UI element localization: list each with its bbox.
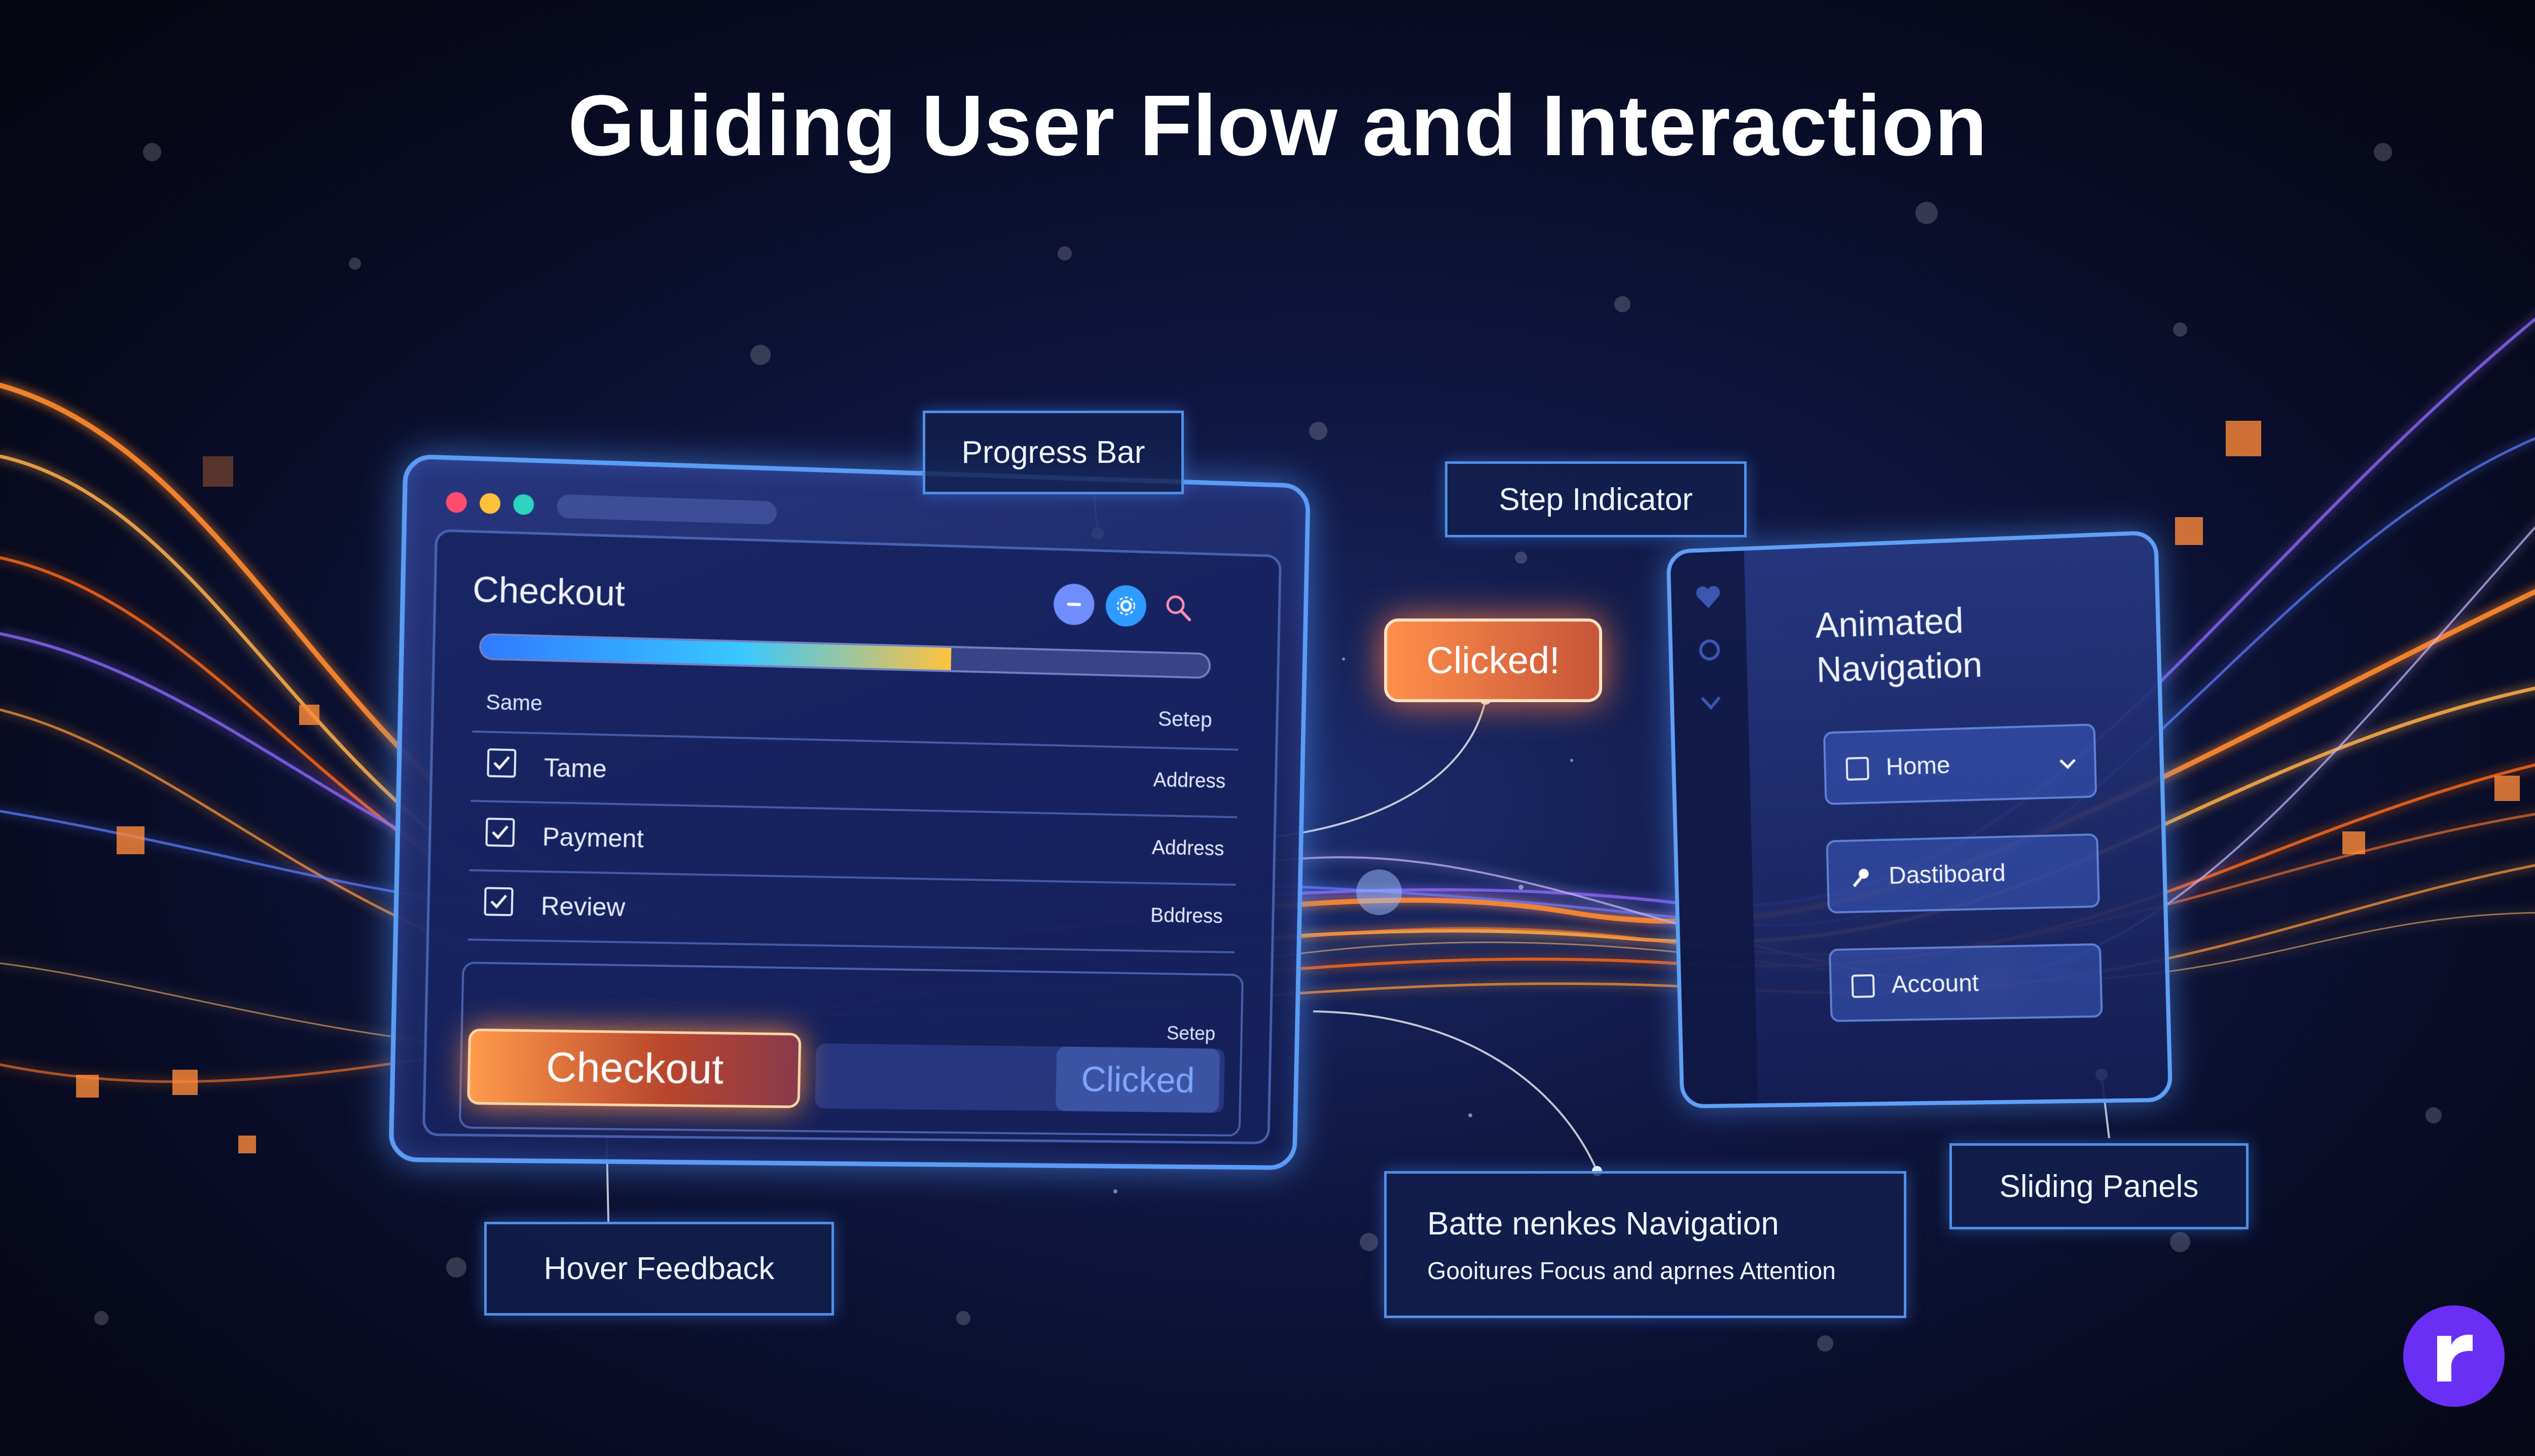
chevron-down-icon[interactable] <box>1696 687 1726 718</box>
brand-logo-icon <box>2403 1305 2505 1407</box>
column-header-right: Setep <box>1157 706 1213 732</box>
window-minimize-dot[interactable] <box>479 493 501 514</box>
nav-item-account[interactable]: Account <box>1828 943 2103 1023</box>
clicked-pill[interactable]: Clicked! <box>1384 618 1602 702</box>
nav-item-label: Account <box>1891 969 1979 999</box>
clicked-button[interactable]: Clicked <box>1055 1046 1220 1113</box>
nav-item-home[interactable]: Home <box>1823 723 2097 805</box>
label-step-indicator: Step Indicator <box>1445 461 1747 537</box>
home-icon <box>1845 756 1869 781</box>
window-maximize-dot[interactable] <box>513 494 534 516</box>
nav-item-label: Dastiboard <box>1888 859 2006 890</box>
row-value: Address <box>1153 769 1226 793</box>
nav-item-label: Home <box>1886 751 1951 781</box>
checkbox-icon[interactable] <box>487 748 517 778</box>
circle-icon[interactable] <box>1694 634 1725 665</box>
checkbox-icon[interactable] <box>484 887 514 917</box>
minus-icon[interactable] <box>1053 583 1095 626</box>
square-icon <box>1851 974 1875 998</box>
checkbox-icon[interactable] <box>485 817 515 847</box>
nav-heading-line2: Navigation <box>1816 644 1983 690</box>
chevron-down-icon[interactable] <box>2056 752 2079 775</box>
address-bar[interactable] <box>557 494 777 525</box>
animated-navigation-panel: Animated Navigation Home Dastiboard Acco… <box>1666 530 2173 1109</box>
label-progress-bar: Progress Bar <box>923 411 1184 494</box>
search-icon[interactable] <box>1157 586 1199 628</box>
column-header-left: Same <box>485 689 543 715</box>
row-value: Address <box>1151 836 1224 860</box>
heart-icon[interactable] <box>1693 581 1723 613</box>
row-label: Tame <box>544 753 607 784</box>
window-close-dot[interactable] <box>446 492 467 513</box>
checkout-window: Checkout Same Setep Tame Address Payment… <box>388 454 1311 1170</box>
pin-icon <box>1849 868 1869 890</box>
checkout-row[interactable]: Review Bddress <box>467 869 1236 950</box>
nav-heading-line1: Animated <box>1815 600 1964 645</box>
row-value: Bddress <box>1150 904 1223 928</box>
progress-bar-fill <box>481 635 952 670</box>
label-hover-feedback: Hover Feedback <box>484 1222 834 1316</box>
label-line-1: Batte nenkes Navigation <box>1427 1205 1779 1242</box>
nav-heading: Animated Navigation <box>1815 597 1983 692</box>
label-line-2: Gooitures Focus and aprnes Attention <box>1427 1257 1836 1285</box>
checkout-title: Checkout <box>472 569 626 614</box>
settings-icon[interactable] <box>1105 585 1147 627</box>
row-label: Review <box>540 891 626 922</box>
nav-rail <box>1670 551 1758 1105</box>
progress-bar <box>479 633 1211 679</box>
nav-item-dashboard[interactable]: Dastiboard <box>1826 833 2100 914</box>
label-sliding-panels: Sliding Panels <box>1949 1143 2249 1229</box>
checkout-button[interactable]: Checkout <box>467 1028 802 1108</box>
label-navigation-attention: Batte nenkes Navigation Gooitures Focus … <box>1384 1171 1906 1318</box>
row-label: Payment <box>542 822 644 853</box>
page-title: Guiding User Flow and Interaction <box>568 78 1988 174</box>
